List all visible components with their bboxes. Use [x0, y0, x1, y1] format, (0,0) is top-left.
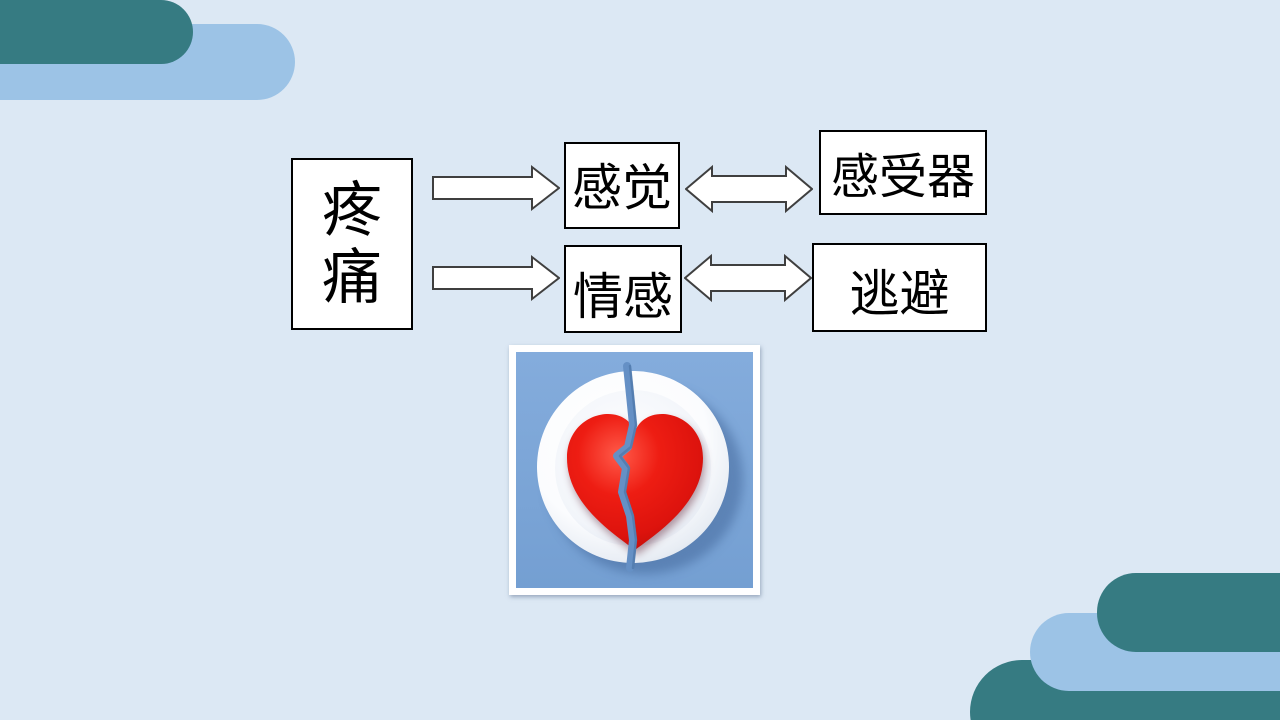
double-arrow-icon — [685, 163, 813, 215]
sensation-box: 感觉 — [564, 142, 680, 229]
receptor-label: 感受器 — [830, 151, 975, 205]
broken-heart-on-plate-graphic — [516, 352, 753, 588]
arrow-right-icon — [432, 254, 560, 302]
arrow-right-icon — [432, 164, 560, 212]
decor-pill-bottom-right-teal-upper — [1097, 573, 1280, 652]
emotion-label: 情感 — [573, 268, 673, 325]
escape-label: 逃避 — [849, 266, 950, 323]
double-arrow-icon — [684, 252, 812, 304]
broken-heart-image — [509, 345, 760, 595]
receptor-box: 感受器 — [819, 130, 987, 215]
pain-label: 疼痛 — [322, 176, 382, 311]
pain-source-box: 疼痛 — [291, 158, 413, 330]
escape-box: 逃避 — [812, 243, 987, 332]
decor-pill-top-left-teal — [0, 0, 193, 64]
emotion-box: 情感 — [564, 245, 682, 333]
sensation-label: 感觉 — [572, 160, 672, 217]
